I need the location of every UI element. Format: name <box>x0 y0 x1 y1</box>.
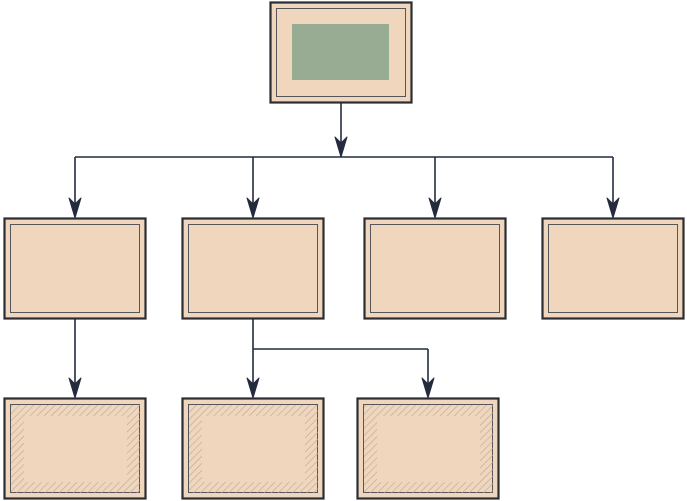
node-child-3 <box>363 217 507 320</box>
node-frame <box>181 217 325 320</box>
node-inner-border <box>276 8 406 97</box>
arrowhead <box>421 377 435 399</box>
node-child-1 <box>3 217 147 320</box>
node-leaf-1 <box>3 397 147 500</box>
arrowhead <box>334 136 348 158</box>
node-child-4 <box>541 217 685 320</box>
arrowhead <box>246 197 260 219</box>
nodes <box>3 1 685 500</box>
node-accent-block <box>292 24 389 80</box>
node-inner-border <box>548 224 678 313</box>
arrowhead <box>68 377 82 399</box>
node-frame <box>363 217 507 320</box>
node-frame <box>3 217 147 320</box>
connector-from-child-2 <box>246 319 435 399</box>
connectors <box>68 103 620 399</box>
arrowhead <box>68 197 82 219</box>
node-inner-border <box>188 224 318 313</box>
node-frame <box>541 217 685 320</box>
node-inner-border <box>370 224 500 313</box>
arrowhead <box>606 197 620 219</box>
connector-from-root <box>68 103 620 219</box>
node-inner-border <box>10 224 140 313</box>
node-hatch-border <box>11 405 140 493</box>
node-child-2 <box>181 217 325 320</box>
arrowhead <box>428 197 442 219</box>
node-hatch-border <box>364 405 493 493</box>
node-leaf-2 <box>181 397 325 500</box>
node-leaf-3 <box>356 397 500 500</box>
connector-from-child-1 <box>68 319 82 399</box>
node-hatch-border <box>189 405 318 493</box>
arrowhead <box>246 377 260 399</box>
node-root <box>269 1 413 104</box>
